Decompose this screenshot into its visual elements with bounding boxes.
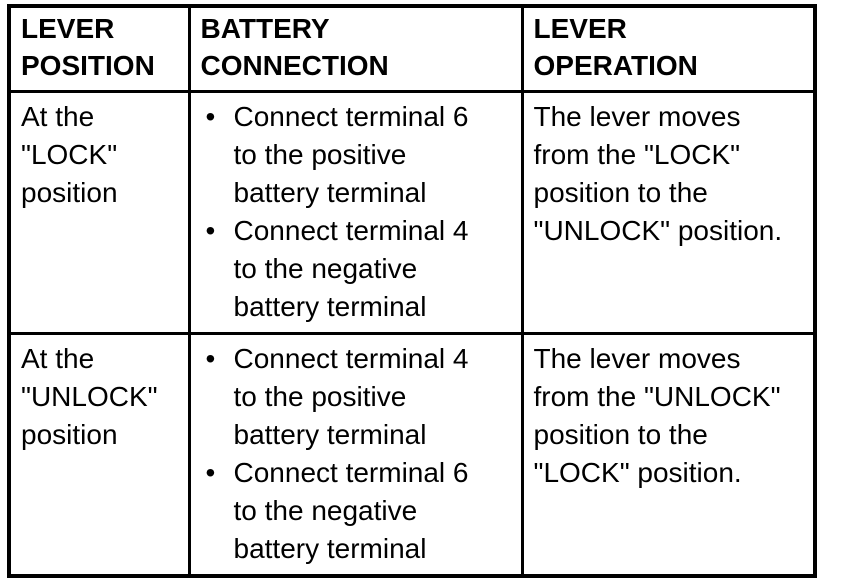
cell-lever-position-unlock: At the "UNLOCK" position (7, 332, 191, 578)
list-item: • Connect terminal 6 to the positive bat… (201, 98, 517, 212)
list-item: • Connect terminal 4 to the positive bat… (201, 340, 517, 454)
battery-connection-text: Connect terminal 6 to the positive batte… (233, 101, 469, 208)
cell-lever-position-lock: At the "LOCK" position (7, 90, 191, 335)
header-battery-connection: BATTERY CONNECTION (187, 4, 524, 93)
table-header-row: LEVER POSITION BATTERY CONNECTION LEVER … (7, 4, 817, 93)
list-item: • Connect terminal 4 to the negative bat… (201, 212, 517, 326)
lever-position-text: At the "UNLOCK" position (21, 343, 158, 450)
list-item: • Connect terminal 6 to the negative bat… (201, 454, 517, 568)
bullet-icon: • (205, 215, 216, 246)
lever-position-text: At the "LOCK" position (21, 101, 118, 208)
cell-battery-connection-unlock: • Connect terminal 4 to the positive bat… (187, 332, 524, 578)
table-row-lock-position: At the "LOCK" position • Connect termina… (7, 90, 817, 335)
table-row-unlock-position: At the "UNLOCK" position • Connect termi… (7, 332, 817, 578)
battery-connection-text: Connect terminal 4 to the positive batte… (233, 343, 469, 450)
header-lever-operation: LEVER OPERATION (520, 4, 817, 93)
cell-lever-operation-unlock: The lever moves from the "UNLOCK" positi… (520, 332, 817, 578)
bullet-icon: • (205, 343, 216, 374)
cell-battery-connection-lock: • Connect terminal 6 to the positive bat… (187, 90, 524, 335)
header-lever-operation-label: LEVER OPERATION (533, 13, 698, 81)
battery-connection-list: • Connect terminal 6 to the positive bat… (201, 98, 517, 326)
battery-connection-list: • Connect terminal 4 to the positive bat… (201, 340, 517, 568)
lever-operation-table: LEVER POSITION BATTERY CONNECTION LEVER … (7, 4, 817, 578)
lever-operation-text: The lever moves from the "LOCK" position… (533, 101, 783, 246)
header-lever-position: LEVER POSITION (7, 4, 191, 93)
bullet-icon: • (205, 457, 216, 488)
battery-connection-text: Connect terminal 6 to the negative batte… (233, 457, 469, 564)
cell-lever-operation-lock: The lever moves from the "LOCK" position… (520, 90, 817, 335)
bullet-icon: • (205, 101, 216, 132)
lever-operation-text: The lever moves from the "UNLOCK" positi… (533, 343, 781, 488)
battery-connection-text: Connect terminal 4 to the negative batte… (233, 215, 469, 322)
header-lever-position-label: LEVER POSITION (21, 13, 155, 81)
header-battery-connection-label: BATTERY CONNECTION (200, 13, 389, 81)
